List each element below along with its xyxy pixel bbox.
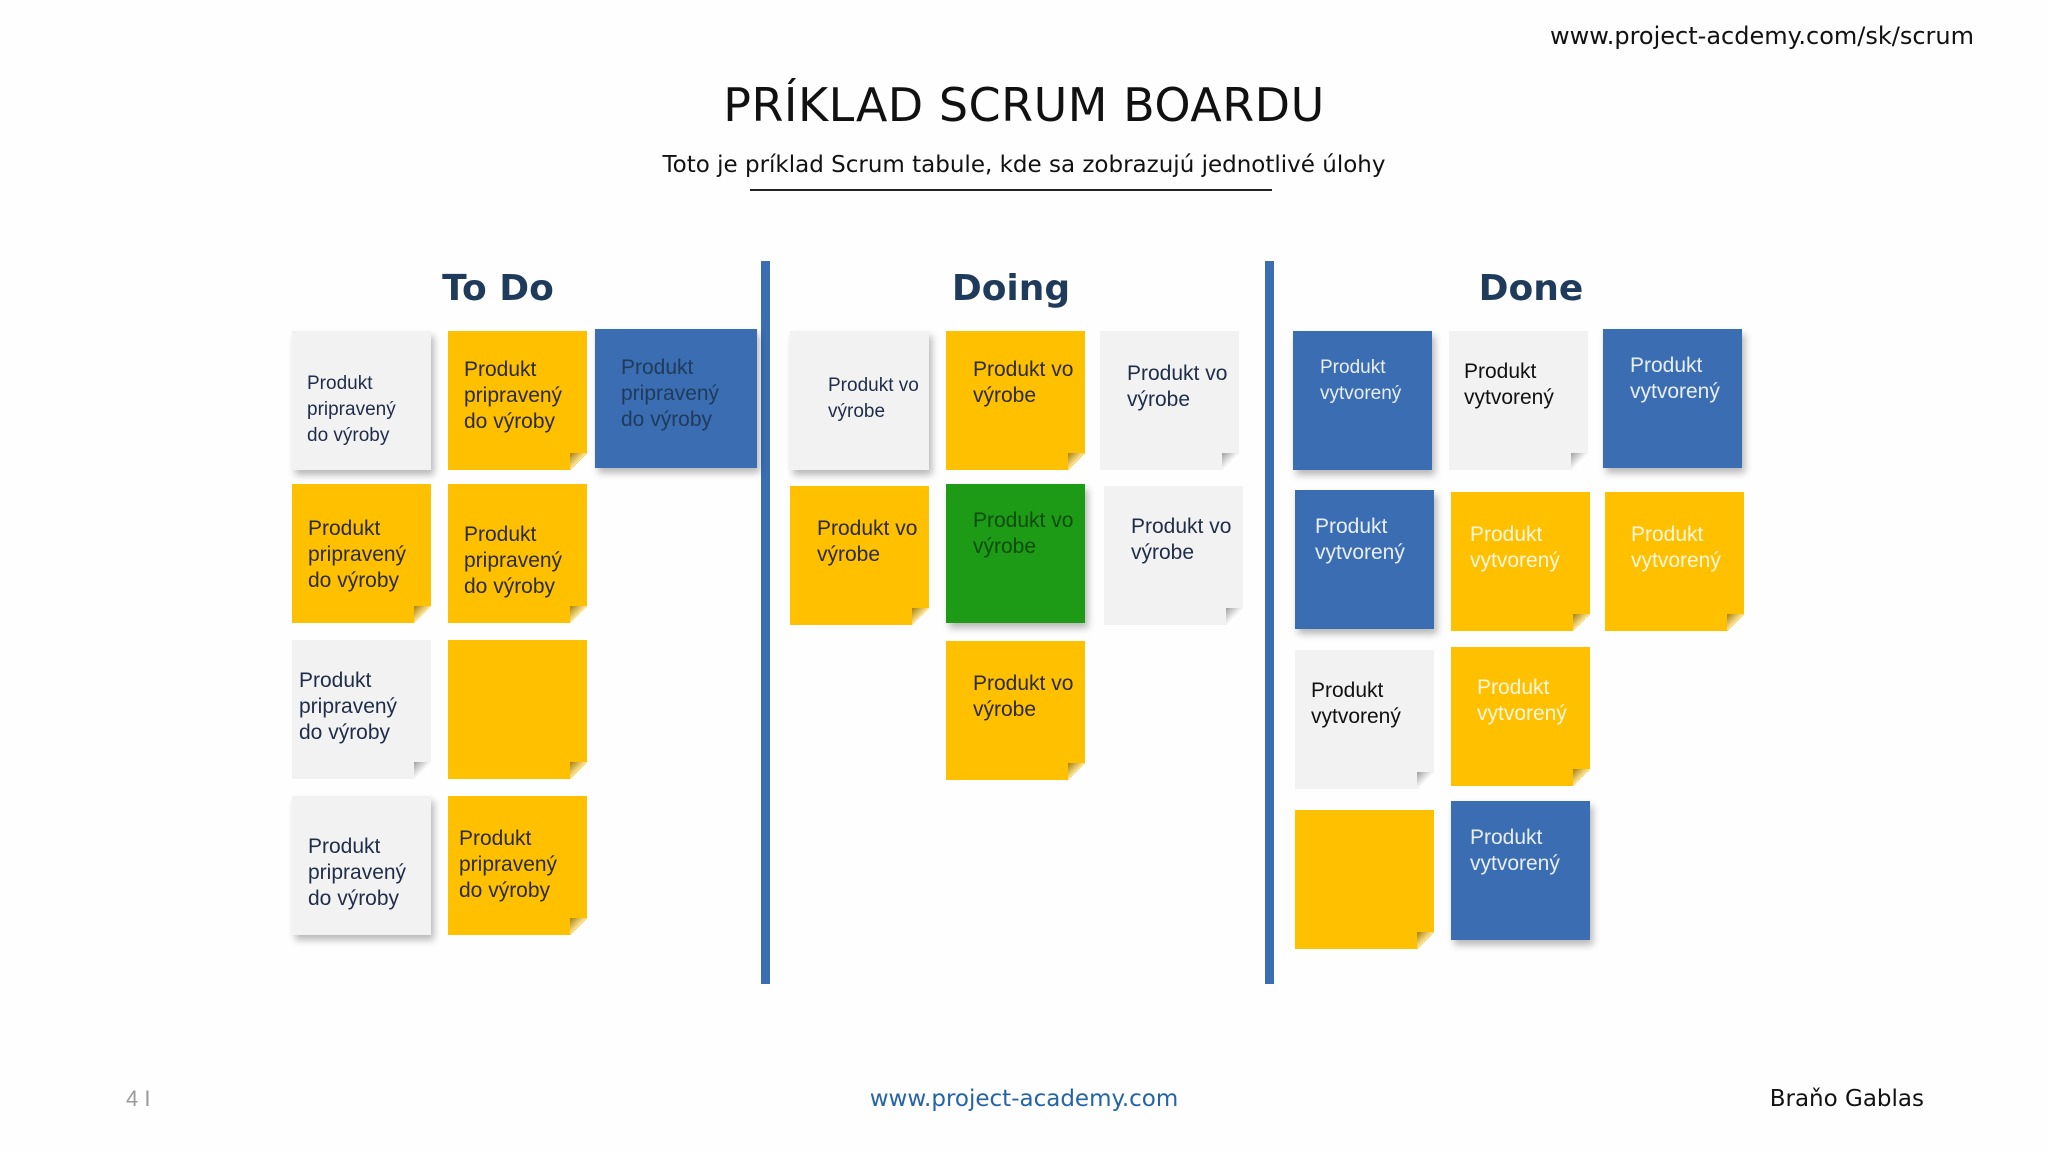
sticky-note[interactable]: Produkt vo výrobe <box>946 641 1085 780</box>
sticky-note[interactable]: Produkt vytvorený <box>1451 492 1590 631</box>
column-title-todo: To Do <box>442 268 554 309</box>
footer-url[interactable]: www.project-academy.com <box>869 1086 1179 1112</box>
sticky-note[interactable]: Produkt pripravený do výroby <box>292 484 431 623</box>
sticky-note[interactable]: Produkt vytvorený <box>1295 490 1434 629</box>
page-number: 4 I <box>126 1086 151 1111</box>
sticky-note[interactable]: Produkt vo výrobe <box>790 331 929 470</box>
author-name: Braňo Gablas <box>1769 1086 1924 1112</box>
sticky-note[interactable]: Produkt vytvorený <box>1451 647 1590 786</box>
sticky-note[interactable]: Produkt pripravený do výroby <box>595 329 757 468</box>
sticky-note[interactable]: Produkt vo výrobe <box>946 331 1085 470</box>
sticky-note[interactable] <box>1295 810 1434 949</box>
sticky-note[interactable]: Produkt vytvorený <box>1449 331 1588 470</box>
sticky-note[interactable]: Produkt pripravený do výroby <box>448 796 587 935</box>
sticky-note[interactable]: Produkt vo výrobe <box>1100 331 1239 470</box>
sticky-note[interactable]: Produkt pripravený do výroby <box>292 331 431 470</box>
column-divider-2 <box>1265 261 1274 984</box>
sticky-note[interactable]: Produkt pripravený do výroby <box>292 640 431 779</box>
sticky-note[interactable]: Produkt vo výrobe <box>1104 486 1243 625</box>
header-url: www.project-acdemy.com/sk/scrum <box>1550 22 1974 50</box>
page-title: PRÍKLAD SCRUM BOARDU <box>723 78 1325 132</box>
subtitle-underline <box>750 189 1272 191</box>
sticky-note[interactable]: Produkt vo výrobe <box>946 484 1085 623</box>
column-title-doing: Doing <box>951 268 1071 309</box>
sticky-note[interactable]: Produkt vo výrobe <box>790 486 929 625</box>
sticky-note[interactable] <box>448 640 587 779</box>
sticky-note[interactable]: Produkt pripravený do výroby <box>448 331 587 470</box>
sticky-note[interactable]: Produkt pripravený do výroby <box>448 484 587 623</box>
sticky-note[interactable]: Produkt pripravený do výroby <box>292 796 431 935</box>
column-divider-1 <box>761 261 770 984</box>
sticky-note[interactable]: Produkt vytvorený <box>1605 492 1744 631</box>
column-title-done: Done <box>1478 268 1584 309</box>
sticky-note[interactable]: Produkt vytvorený <box>1295 650 1434 789</box>
sticky-note[interactable]: Produkt vytvorený <box>1451 801 1590 940</box>
sticky-note[interactable]: Produkt vytvorený <box>1293 331 1432 470</box>
sticky-note[interactable]: Produkt vytvorený <box>1603 329 1742 468</box>
page-subtitle: Toto je príklad Scrum tabule, kde sa zob… <box>662 152 1386 178</box>
